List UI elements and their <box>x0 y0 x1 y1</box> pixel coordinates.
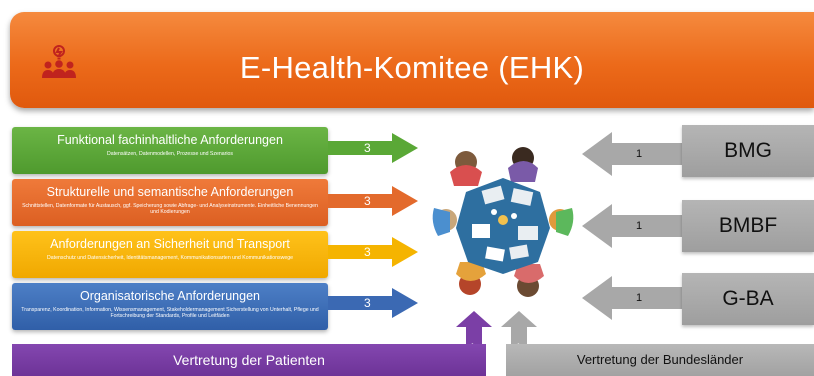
requirement-subtitle: Transparenz, Koordination, Information, … <box>21 307 319 319</box>
weight-label: 1 <box>636 148 643 160</box>
requirement-title: Anforderungen an Sicherheit und Transpor… <box>50 237 290 251</box>
title-banner: E-Health-Komitee (EHK) <box>10 12 814 108</box>
patients-bar: Vertretung der Patienten <box>12 344 486 376</box>
requirement-organizational: Organisatorische Anforderungen Transpare… <box>12 283 328 330</box>
arrow-left-icon <box>582 132 682 176</box>
arrow-right-icon <box>328 288 418 318</box>
requirement-subtitle: Datenschutz und Datensicherheit, Identit… <box>47 255 293 261</box>
arrow-right-icon <box>328 237 418 267</box>
arrow-up-icon <box>501 311 537 355</box>
gov-box-gba: G-BA <box>682 273 814 325</box>
requirement-title: Funktional fachinhaltliche Anforderungen <box>57 133 283 147</box>
requirement-structural: Strukturelle und semantische Anforderung… <box>12 179 328 226</box>
weight-label: 1 <box>636 220 643 232</box>
arrow-left-icon <box>582 276 682 320</box>
requirement-title: Strukturelle und semantische Anforderung… <box>46 185 294 199</box>
weight-label: 3 <box>364 141 371 155</box>
requirement-security: Anforderungen an Sicherheit und Transpor… <box>12 231 328 278</box>
arrow-up-icon <box>456 311 492 355</box>
meeting-table-illustration <box>432 147 574 297</box>
requirement-title: Organisatorische Anforderungen <box>80 289 260 303</box>
page-title: E-Health-Komitee (EHK) <box>239 50 585 85</box>
weight-label: 3 <box>364 194 371 208</box>
gov-box-bmg: BMG <box>682 125 814 177</box>
states-bar: Vertretung der Bundesländer <box>506 344 814 376</box>
requirement-functional: Funktional fachinhaltliche Anforderungen… <box>12 127 328 174</box>
weight-label: 1 <box>636 292 643 304</box>
team-lightbulb-icon <box>42 45 76 78</box>
arrow-right-icon <box>328 133 418 163</box>
weight-label: 3 <box>364 296 371 310</box>
arrow-right-icon <box>328 186 418 216</box>
weight-label: 3 <box>364 245 371 259</box>
gov-box-bmbf: BMBF <box>682 200 814 252</box>
arrow-left-icon <box>582 204 682 248</box>
requirement-subtitle: Datensätzen, Datenmodellen, Prozesse und… <box>106 151 233 157</box>
requirement-subtitle: Schnittstellen, Datenformate für Austaus… <box>22 203 318 215</box>
